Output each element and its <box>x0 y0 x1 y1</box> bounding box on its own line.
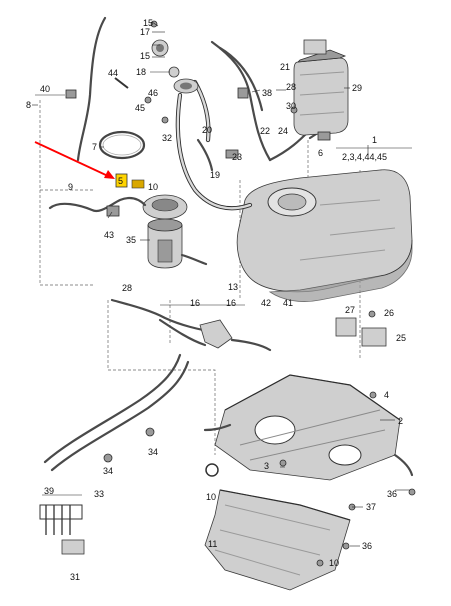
callout-4: 4 <box>384 390 389 400</box>
small-parts <box>39 20 416 567</box>
callout-35: 35 <box>126 235 136 245</box>
fuel-pump-module <box>142 194 208 269</box>
callout-labels: 15 17 15 18 44 40 8 46 45 32 7 20 38 21 … <box>26 18 406 582</box>
callout-19: 19 <box>210 170 220 180</box>
sender-harness <box>48 196 147 217</box>
callout-44: 44 <box>108 68 118 78</box>
callout-16: 16 <box>190 298 200 308</box>
callout-22: 22 <box>260 126 270 136</box>
callout-32: 32 <box>162 133 172 143</box>
callout-7: 7 <box>92 142 97 152</box>
callout-26: 26 <box>384 308 394 318</box>
callout-18: 18 <box>136 67 146 77</box>
callout-10: 10 <box>206 492 216 502</box>
callout-34-a: 34 <box>148 447 158 457</box>
callout-2-3-4-44-45: 2,3,4,44,45 <box>342 152 387 162</box>
callout-21: 21 <box>280 62 290 72</box>
callout-36-a: 36 <box>387 489 397 499</box>
lower-lines <box>43 298 217 472</box>
callout-15: 15 <box>143 18 153 28</box>
heat-shield <box>204 489 351 591</box>
callout-45: 45 <box>135 103 145 113</box>
callout-24: 24 <box>278 126 288 136</box>
tank-subframe <box>203 374 414 481</box>
callout-43: 43 <box>104 230 114 240</box>
sensor-bracket <box>199 319 272 352</box>
callout-31: 31 <box>70 572 80 582</box>
retaining-ring <box>98 130 146 160</box>
callout-29: 29 <box>352 83 362 93</box>
callout-34-b: 34 <box>103 466 113 476</box>
callout-46: 46 <box>148 88 158 98</box>
callout-17: 17 <box>140 27 150 37</box>
callout-5: 5 <box>118 176 123 186</box>
callout-11: 11 <box>208 539 217 549</box>
callout-20: 20 <box>202 125 212 135</box>
callout-41: 41 <box>283 298 293 308</box>
fuel-tank <box>236 169 413 302</box>
callout-1: 1 <box>372 135 377 145</box>
callout-37: 37 <box>366 502 376 512</box>
callout-23: 23 <box>232 152 242 162</box>
callout-15-b: 15 <box>140 51 150 61</box>
callout-9: 9 <box>68 182 73 192</box>
callout-36-b: 36 <box>362 541 372 551</box>
highlight-indicator <box>34 141 145 189</box>
highlighted-part <box>131 179 145 189</box>
callout-27: 27 <box>345 305 355 315</box>
callout-10-top: 10 <box>148 182 158 192</box>
filler-neck <box>173 78 253 211</box>
callout-39: 39 <box>44 486 54 496</box>
callout-40: 40 <box>40 84 50 94</box>
callout-28: 28 <box>286 82 296 92</box>
leader-lines <box>32 21 412 547</box>
charcoal-canister <box>293 39 349 141</box>
callout-16-b: 16 <box>226 298 236 308</box>
callout-8: 8 <box>26 100 31 110</box>
callout-30: 30 <box>286 101 296 111</box>
callout-42: 42 <box>261 298 271 308</box>
highlighted-callout-box <box>115 173 128 188</box>
callout-3: 3 <box>264 461 269 471</box>
callout-10-c: 10 <box>329 558 339 568</box>
callout-38: 38 <box>262 88 272 98</box>
callout-25: 25 <box>396 333 406 343</box>
callout-28-b: 28 <box>122 283 132 293</box>
callout-33: 33 <box>94 489 104 499</box>
callout-2: 2 <box>398 416 403 426</box>
callout-13: 13 <box>228 282 238 292</box>
callout-6: 6 <box>318 148 323 158</box>
